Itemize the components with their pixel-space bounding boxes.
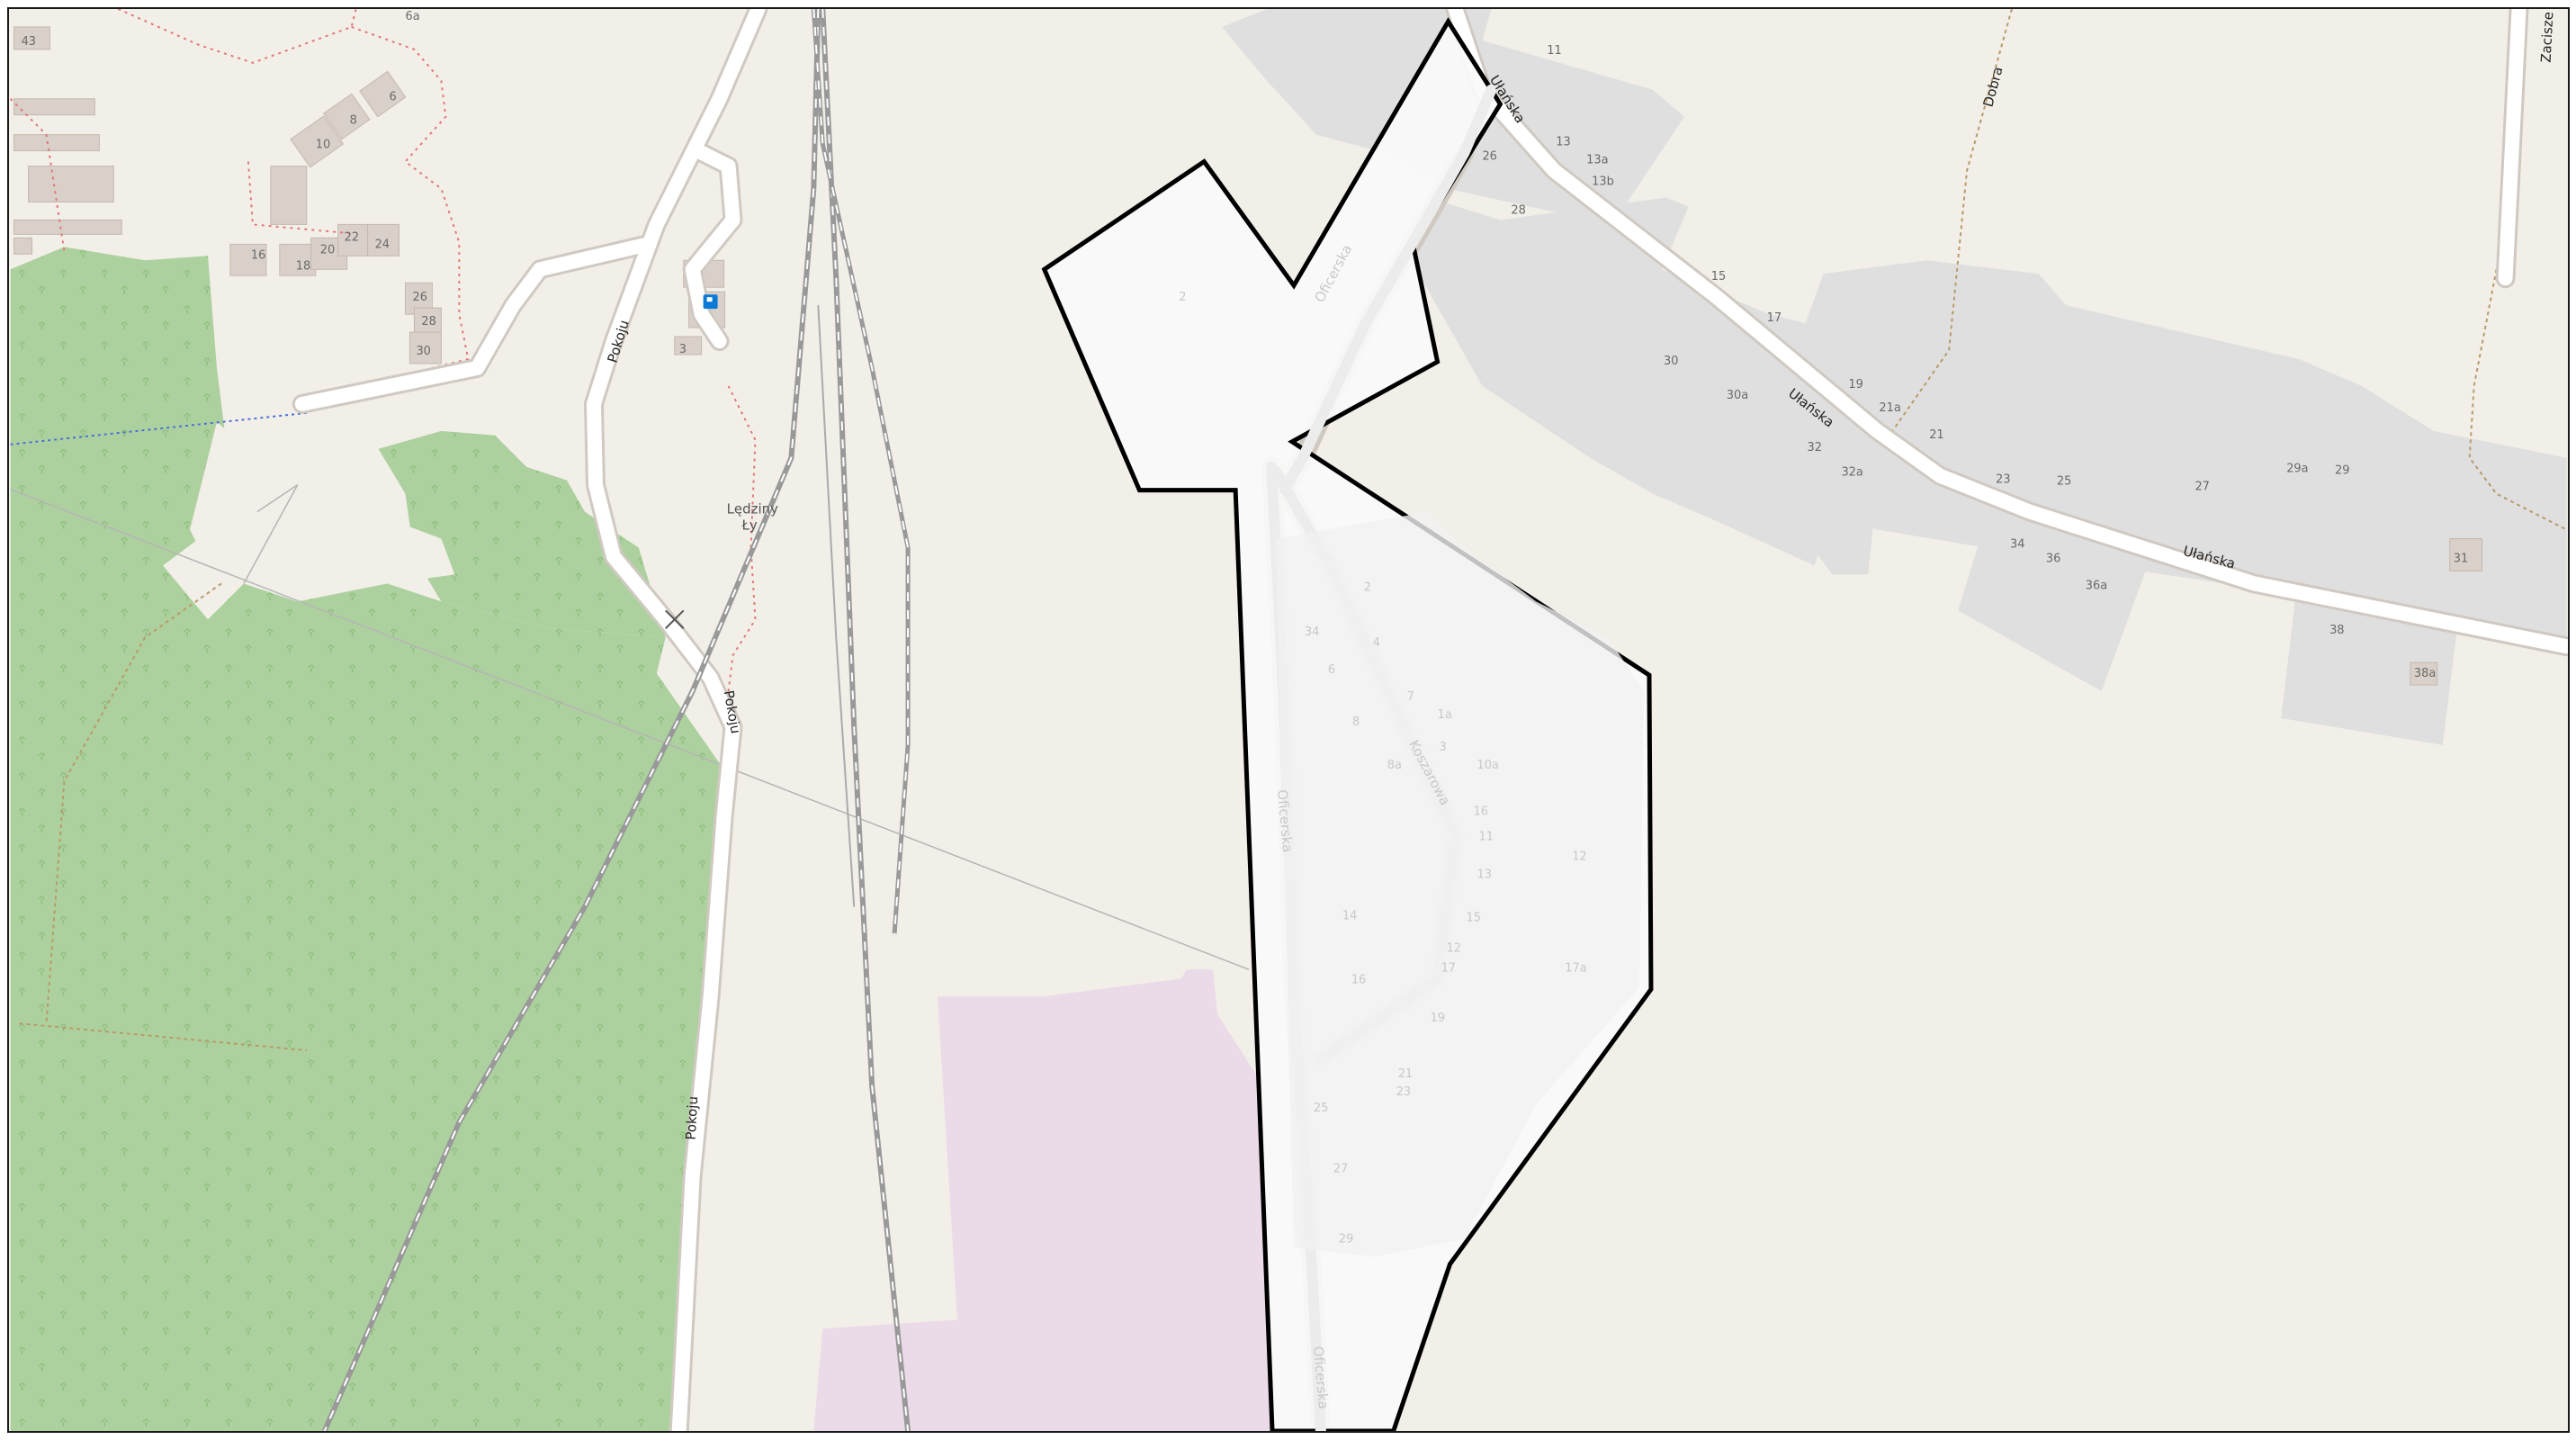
- house-number: 23: [1396, 1085, 1411, 1099]
- house-number: 38a: [2414, 667, 2436, 680]
- house-numbers-top-left: 6a 43 6 8 10 16 18 20 22 24 26 28 30 3: [22, 10, 687, 358]
- house-number: 21: [1398, 1067, 1413, 1081]
- house-number: 25: [1314, 1102, 1328, 1115]
- house-number: 8a: [1387, 759, 1402, 772]
- house-number: 34: [1305, 626, 1319, 639]
- forest-area: [378, 430, 666, 638]
- house-number: 38: [2329, 624, 2344, 637]
- buildings-top-left: [13, 26, 2483, 686]
- house-number: 16: [1351, 973, 1366, 986]
- house-number: 34: [2010, 537, 2024, 551]
- house-number: 29: [1339, 1233, 1353, 1246]
- clearing: [190, 421, 455, 602]
- fuel-station-icon[interactable]: [703, 294, 718, 310]
- house-number: 31: [2454, 552, 2468, 565]
- house-number: 25: [2057, 475, 2071, 489]
- house-number: 19: [1431, 1012, 1445, 1025]
- house-number: 36a: [2086, 579, 2107, 592]
- residential-area: [1405, 197, 2567, 638]
- house-number: 15: [1467, 911, 1481, 924]
- house-number: 6: [390, 91, 397, 104]
- house-number: 26: [412, 291, 426, 304]
- house-number: 16: [1473, 806, 1487, 819]
- admin-boundary: [9, 9, 757, 692]
- house-number: 17a: [1565, 961, 1586, 975]
- house-number: 21: [1929, 428, 1943, 442]
- house-number: 29: [2335, 464, 2349, 478]
- railway: [321, 9, 911, 1431]
- house-number: 8: [1352, 716, 1360, 729]
- house-number: 21a: [1879, 401, 1900, 415]
- house-number: 30a: [1727, 389, 1748, 402]
- house-number: 11: [1547, 44, 1561, 58]
- house-number: 29a: [2286, 463, 2308, 476]
- house-number: 13: [1476, 868, 1491, 882]
- house-number: 13a: [1586, 154, 1608, 167]
- house-number: 2: [1364, 580, 1371, 594]
- house-number: 4: [1373, 636, 1380, 650]
- house-number: 28: [421, 315, 435, 328]
- inner-residential: [1276, 511, 1644, 1257]
- street-label-zacisze: Zacisze: [2537, 12, 2556, 63]
- house-number: 28: [1511, 203, 1525, 217]
- house-number: 8: [350, 114, 357, 128]
- house-number: 20: [320, 243, 335, 256]
- house-number: 17: [1767, 311, 1782, 325]
- residential-area: [1679, 367, 1878, 575]
- street-label-pokoju: Pokoju: [683, 1096, 702, 1140]
- map-canvas[interactable]: Ułańska Ułańska Ułańska Pokoju Pokoju Po…: [9, 9, 2568, 1431]
- house-number: 7: [1407, 690, 1414, 704]
- map-view[interactable]: Ułańska Ułańska Ułańska Pokoju Pokoju Po…: [7, 7, 2570, 1433]
- house-numbers-right: 11 26 13 13a 13b 28 15 17 30 30a 19 21a 21 32 32a 23 25 2…: [1482, 44, 2468, 680]
- house-number: 1a: [1438, 708, 1452, 722]
- house-number: 17: [1441, 961, 1456, 975]
- house-number: 15: [1711, 270, 1726, 284]
- industrial-area: [813, 969, 1277, 1431]
- house-number: 16: [251, 248, 265, 262]
- house-number: 10: [316, 139, 330, 152]
- house-number: 32: [1808, 441, 1822, 454]
- place-label: Lędziny: [727, 501, 779, 518]
- house-number: 22: [345, 230, 359, 244]
- forest-area: [10, 247, 720, 1431]
- house-number: 10a: [1476, 759, 1498, 772]
- house-number: 36: [2046, 552, 2060, 565]
- house-number: 19: [1848, 378, 1862, 392]
- house-number: 26: [1482, 150, 1496, 164]
- power-line: [243, 484, 299, 584]
- house-number: 30: [416, 345, 430, 358]
- house-number: 13b: [1592, 176, 1614, 189]
- house-number: 14: [1342, 909, 1357, 922]
- house-number: 43: [22, 35, 36, 49]
- level-crossing: [665, 609, 685, 629]
- house-number: 12: [1447, 941, 1461, 955]
- house-number: 13: [1556, 136, 1570, 149]
- street-label-dobra: Dobra: [1979, 65, 2006, 109]
- house-number: 12: [1572, 850, 1586, 864]
- footpath: [19, 9, 2567, 1052]
- house-numbers-inside: 2 2 34 4 6 8 8a 7 1a 3 10a 12 16 11 13 15 12 17 17a 14 16 19 2…: [1179, 291, 1586, 1246]
- house-number: 11: [1478, 831, 1493, 844]
- house-number: 32a: [1841, 466, 1862, 480]
- power-line: [10, 488, 1250, 970]
- house-number: 18: [296, 259, 310, 273]
- house-number: 2: [1179, 291, 1186, 304]
- house-number: 23: [1996, 473, 2010, 487]
- house-number: 27: [1333, 1163, 1348, 1176]
- house-number: 24: [375, 238, 390, 251]
- house-number: 6a: [405, 10, 419, 23]
- residential-area: [1958, 538, 2151, 692]
- house-number: 30: [1664, 355, 1678, 368]
- house-number: 27: [2195, 481, 2209, 494]
- house-number: 3: [679, 343, 687, 356]
- house-number: 6: [1328, 663, 1335, 677]
- place-label: Ły: [741, 518, 758, 534]
- house-number: 3: [1440, 741, 1447, 754]
